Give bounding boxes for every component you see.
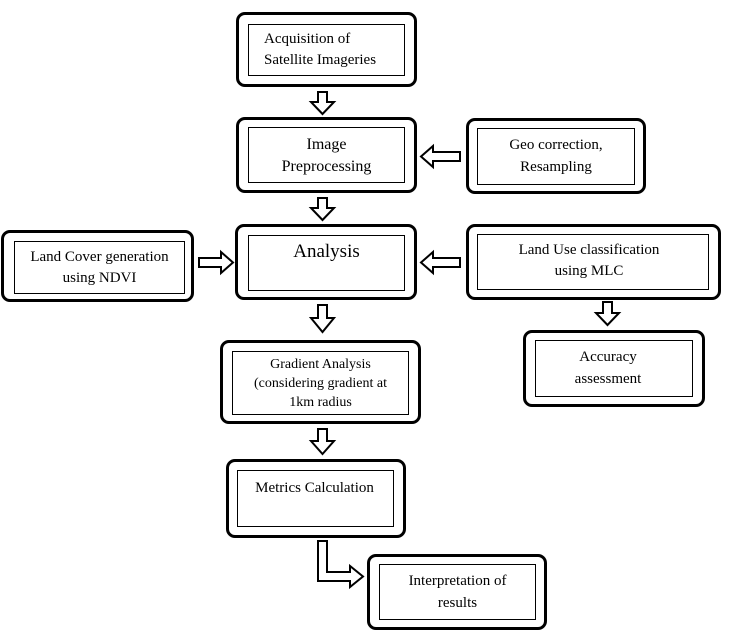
land-use-label: Land Use classification using MLC: [518, 242, 660, 279]
analysis-label: Analysis: [293, 241, 360, 262]
analysis-node: Analysis: [235, 224, 417, 300]
preprocessing-node: Image Preprocessing: [236, 117, 417, 193]
interpretation-node: Interpretation of results: [367, 554, 547, 630]
arrow-land-use-to-analysis: [419, 249, 461, 276]
arrow-land-cover-to-analysis: [198, 249, 235, 276]
accuracy-node-inner: Accuracy assessment: [535, 340, 693, 397]
metrics-label: Metrics Calculation: [255, 480, 374, 496]
acquisition-label: Acquisition of Satellite Imageries: [264, 31, 377, 68]
geo-correction-node-inner: Geo correction, Resampling: [477, 128, 635, 185]
arrow-land-use-to-accuracy: [593, 301, 622, 327]
land-cover-node-inner: Land Cover generation using NDVI: [14, 241, 185, 294]
acquisition-node: Acquisition of Satellite Imageries: [236, 12, 417, 87]
interpretation-label: Interpretation of results: [408, 573, 507, 611]
arrow-gradient-to-metrics: [308, 428, 337, 456]
metrics-node: Metrics Calculation: [226, 459, 406, 538]
accuracy-node: Accuracy assessment: [523, 330, 705, 407]
gradient-node-inner: Gradient Analysis (considering gradient …: [232, 351, 409, 415]
preprocessing-label: Image Preprocessing: [281, 136, 372, 175]
geo-correction-node: Geo correction, Resampling: [466, 118, 646, 194]
land-cover-label: Land Cover generation using NDVI: [30, 249, 169, 286]
land-cover-node: Land Cover generation using NDVI: [1, 230, 194, 302]
interpretation-node-inner: Interpretation of results: [379, 564, 536, 620]
analysis-node-inner: Analysis: [248, 235, 405, 291]
arrow-analysis-to-gradient: [308, 304, 337, 334]
preprocessing-node-inner: Image Preprocessing: [248, 127, 405, 183]
metrics-node-inner: Metrics Calculation: [237, 470, 394, 527]
arrow-metrics-to-interpretation: [317, 540, 365, 590]
land-use-node-inner: Land Use classification using MLC: [477, 234, 709, 290]
acquisition-node-inner: Acquisition of Satellite Imageries: [248, 24, 405, 76]
land-use-node: Land Use classification using MLC: [466, 224, 721, 300]
geo-correction-label: Geo correction, Resampling: [509, 137, 603, 175]
gradient-node: Gradient Analysis (considering gradient …: [220, 340, 421, 424]
arrow-preprocessing-to-analysis: [308, 197, 337, 222]
arrow-geo-correction-to-preprocessing: [419, 143, 461, 170]
accuracy-label: Accuracy assessment: [574, 349, 642, 387]
arrow-acquisition-to-preprocessing: [308, 91, 337, 116]
gradient-label: Gradient Analysis (considering gradient …: [254, 357, 387, 410]
